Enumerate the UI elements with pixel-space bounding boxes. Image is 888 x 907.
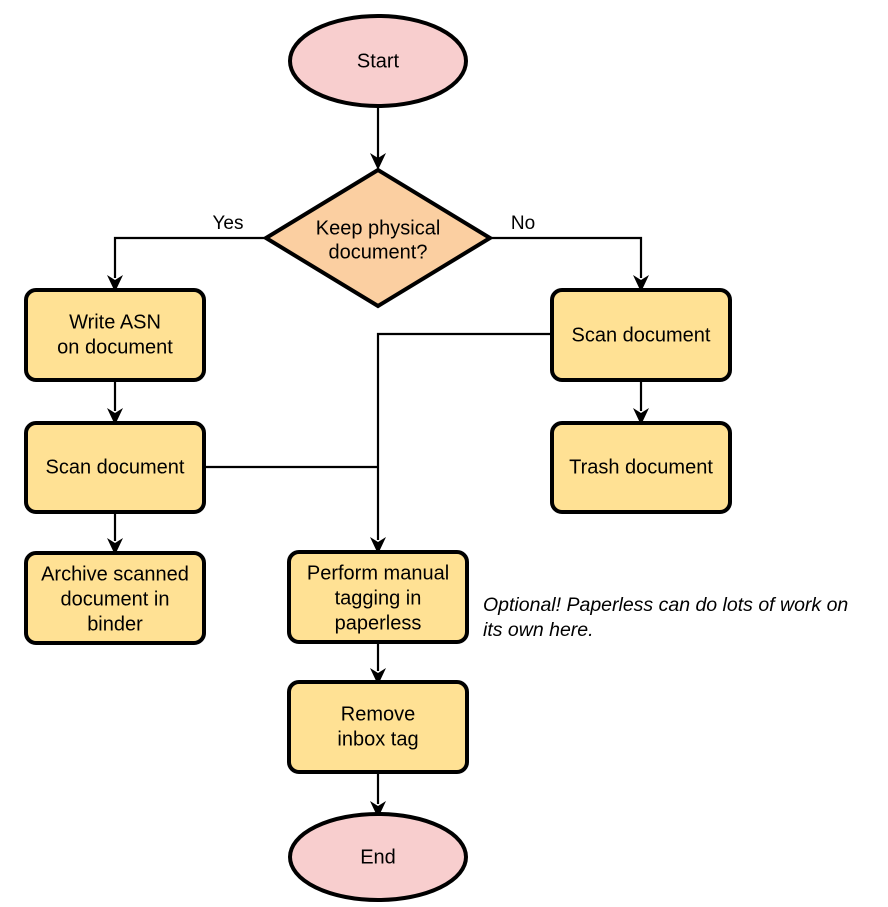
node-start-label: Start bbox=[357, 50, 400, 72]
node-remove-inbox-tag[interactable]: Remove inbox tag bbox=[287, 680, 469, 774]
edge-label-no: No bbox=[511, 213, 535, 234]
connector-scan-right-to-trash bbox=[633, 380, 649, 425]
node-archive-label-line1: Archive scanned bbox=[41, 563, 189, 585]
node-archive-label-line2: document in bbox=[61, 588, 170, 610]
connector-scan-left-to-archive bbox=[107, 512, 123, 555]
node-scan-document-left[interactable]: Scan document bbox=[24, 421, 206, 514]
connector-start-to-decision bbox=[370, 104, 386, 170]
node-keep-physical-document-label-line2: document? bbox=[329, 241, 428, 263]
edge-label-yes: Yes bbox=[213, 213, 244, 234]
node-trash-document-label: Trash document bbox=[569, 456, 713, 478]
node-scan-document-right-label: Scan document bbox=[572, 324, 711, 346]
node-manual-tagging-label-line3: paperless bbox=[335, 612, 422, 634]
node-perform-manual-tagging[interactable]: Perform manual tagging in paperless bbox=[287, 550, 469, 644]
annotation-optional-note-line2: its own here. bbox=[483, 619, 594, 641]
node-manual-tagging-label-line2: tagging in bbox=[335, 587, 422, 609]
node-write-asn-label-line2: on document bbox=[57, 336, 173, 358]
node-remove-inbox-label-line2: inbox tag bbox=[337, 728, 418, 750]
connector-write-asn-to-scan-left bbox=[107, 380, 123, 425]
node-end-label: End bbox=[360, 846, 396, 868]
node-scan-document-right[interactable]: Scan document bbox=[550, 288, 732, 382]
annotation-optional-note: Optional! Paperless can do lots of work … bbox=[483, 594, 848, 641]
node-scan-document-left-label: Scan document bbox=[46, 456, 185, 478]
node-archive-label-line3: binder bbox=[87, 613, 143, 635]
node-remove-inbox-label-line1: Remove bbox=[341, 703, 415, 725]
node-end[interactable]: End bbox=[288, 812, 468, 902]
node-write-asn-label-line1: Write ASN bbox=[69, 311, 161, 333]
connector-decision-no-to-scan-right bbox=[490, 236, 649, 292]
connector-decision-yes-to-write-asn bbox=[107, 236, 266, 292]
node-write-asn-on-document[interactable]: Write ASN on document bbox=[24, 288, 206, 382]
connector-scan-right-to-manual-tagging bbox=[370, 332, 552, 554]
node-archive-scanned-document[interactable]: Archive scanned document in binder bbox=[24, 551, 206, 645]
node-trash-document[interactable]: Trash document bbox=[550, 421, 732, 514]
node-keep-physical-document[interactable]: Keep physical document? bbox=[262, 167, 494, 309]
annotation-optional-note-line1: Optional! Paperless can do lots of work … bbox=[483, 594, 848, 616]
connector-remove-inbox-to-end bbox=[370, 772, 386, 818]
node-manual-tagging-label-line1: Perform manual bbox=[307, 562, 449, 584]
node-start[interactable]: Start bbox=[288, 14, 468, 108]
connector-manual-tagging-to-remove-inbox bbox=[370, 642, 386, 685]
node-keep-physical-document-label-line1: Keep physical bbox=[316, 217, 441, 239]
